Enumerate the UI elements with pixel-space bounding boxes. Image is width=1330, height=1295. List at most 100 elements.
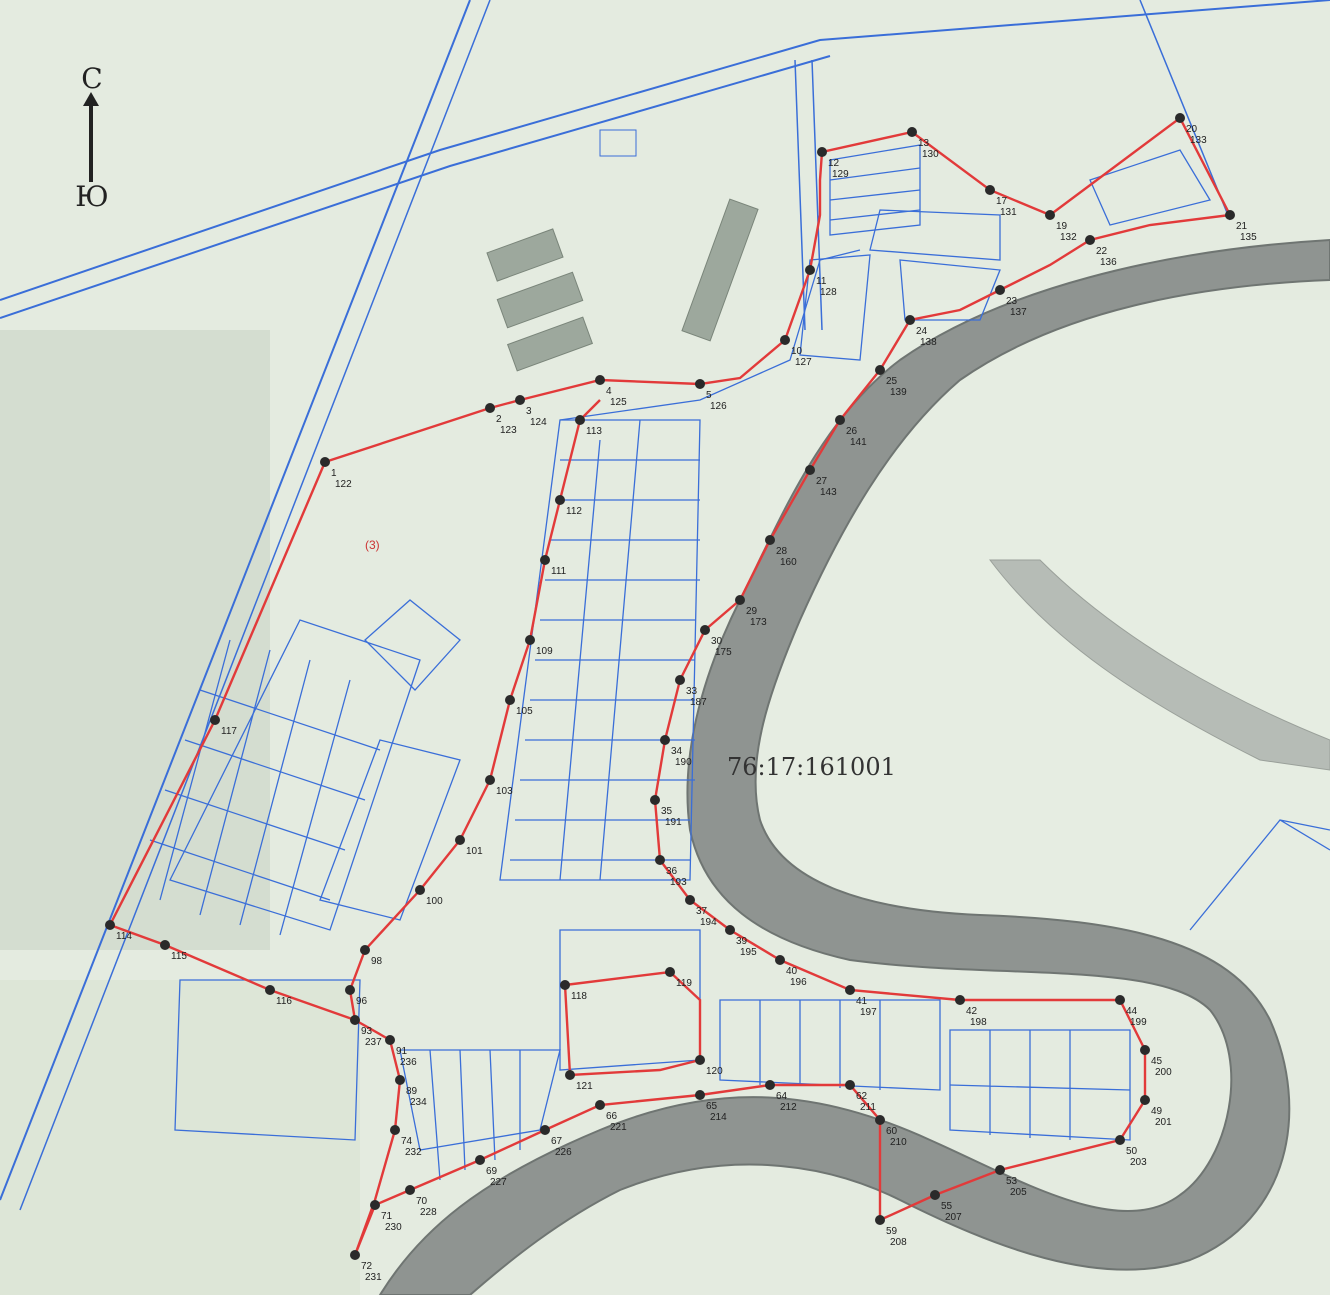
point-number: 21 — [1236, 221, 1248, 232]
point-number: 136 — [1100, 257, 1117, 268]
point-number: 124 — [530, 417, 547, 428]
point-number: 10 — [791, 346, 803, 357]
point-number: 29 — [746, 606, 758, 617]
oxbow-lake — [988, 559, 1330, 771]
point-number: 234 — [410, 1097, 427, 1108]
parcel-grid-north — [799, 144, 1212, 361]
road-diagonal-north-2 — [0, 55, 831, 319]
point-number: 127 — [795, 357, 812, 368]
zone-label: (3) — [365, 538, 380, 552]
point-number: 28 — [776, 546, 788, 557]
point-number: 39 — [736, 936, 748, 947]
point-number: 205 — [1010, 1187, 1027, 1198]
industrial-buildings — [486, 129, 759, 372]
point-number: 23 — [1006, 296, 1018, 307]
point-number: 113 — [586, 426, 602, 437]
road-diagonal-north — [0, 0, 1330, 301]
point-number: 214 — [710, 1112, 727, 1123]
point-number: 13 — [918, 138, 930, 149]
point-number: 91 — [396, 1046, 408, 1057]
point-number: 120 — [706, 1066, 723, 1077]
cadastral-quarter-number: 76:17:161001 — [727, 753, 896, 781]
point-number: 232 — [405, 1147, 422, 1158]
point-number: 70 — [416, 1196, 428, 1207]
point-number: 50 — [1126, 1146, 1138, 1157]
point-number: 96 — [356, 996, 368, 1007]
point-number: 103 — [496, 786, 513, 797]
point-number: 126 — [710, 401, 727, 412]
point-number: 114 — [116, 931, 132, 942]
point-number: 22 — [1096, 246, 1108, 257]
point-number: 41 — [856, 996, 868, 1007]
point-number: 40 — [786, 966, 798, 977]
point-number: 135 — [1240, 232, 1257, 243]
point-number: 187 — [690, 697, 707, 708]
point-number: 197 — [860, 1007, 877, 1018]
point-number: 139 — [890, 387, 907, 398]
parcel-grid-south — [174, 819, 1330, 1181]
point-number: 112 — [566, 506, 582, 517]
point-number: 125 — [610, 397, 627, 408]
point-number: 59 — [886, 1226, 898, 1237]
arrow-head-icon — [83, 92, 99, 106]
point-number: 64 — [776, 1091, 788, 1102]
point-number: 20 — [1186, 124, 1198, 135]
point-number: 27 — [816, 476, 828, 487]
south-label: Ю — [75, 180, 109, 213]
forest-strip — [0, 330, 270, 950]
point-number: 53 — [1006, 1176, 1018, 1187]
point-number: 4 — [606, 386, 612, 397]
point-number: 137 — [1010, 307, 1027, 318]
point-number: 128 — [820, 287, 837, 298]
point-number: 12 — [828, 158, 840, 169]
point-number: 210 — [890, 1137, 907, 1148]
point-number: 116 — [276, 996, 292, 1007]
point-number: 118 — [571, 991, 587, 1002]
point-number: 93 — [361, 1026, 373, 1037]
point-number: 208 — [890, 1237, 907, 1248]
point-number: 173 — [750, 617, 767, 628]
point-number: 30 — [711, 636, 723, 647]
point-number: 42 — [966, 1006, 978, 1017]
point-number: 105 — [516, 706, 533, 717]
point-number: 231 — [365, 1272, 382, 1283]
point-number: 25 — [886, 376, 898, 387]
road-north-vertical — [794, 59, 823, 331]
point-number: 66 — [606, 1111, 618, 1122]
north-arrow: С Ю — [72, 62, 112, 213]
point-number: 37 — [696, 906, 708, 917]
point-number: 33 — [686, 686, 698, 697]
point-number: 35 — [661, 806, 673, 817]
point-number: 1 — [331, 468, 337, 479]
point-number: 55 — [941, 1201, 953, 1212]
point-number: 228 — [420, 1207, 437, 1218]
point-number: 121 — [576, 1081, 593, 1092]
road-west-vertical-2 — [19, 0, 491, 1211]
point-number: 175 — [715, 647, 732, 658]
point-number: 19 — [1056, 221, 1068, 232]
point-number: 203 — [1130, 1157, 1147, 1168]
point-number: 227 — [490, 1177, 507, 1188]
point-number: 141 — [850, 437, 867, 448]
point-number: 199 — [1130, 1017, 1147, 1028]
point-number: 62 — [856, 1091, 868, 1102]
point-number: 109 — [536, 646, 553, 657]
point-number: 133 — [1190, 135, 1207, 146]
point-number: 138 — [920, 337, 937, 348]
point-number: 196 — [790, 977, 807, 988]
point-number: 226 — [555, 1147, 572, 1158]
point-number: 193 — [670, 877, 687, 888]
point-number: 198 — [970, 1017, 987, 1028]
point-number: 236 — [400, 1057, 417, 1068]
boundary-points — [105, 113, 1235, 1260]
point-number: 117 — [221, 726, 237, 737]
point-number: 230 — [385, 1222, 402, 1233]
parcel-grid-center — [499, 249, 861, 881]
river — [378, 238, 1330, 1295]
point-number: 17 — [996, 196, 1008, 207]
point-number: 123 — [500, 425, 517, 436]
point-number: 65 — [706, 1101, 718, 1112]
